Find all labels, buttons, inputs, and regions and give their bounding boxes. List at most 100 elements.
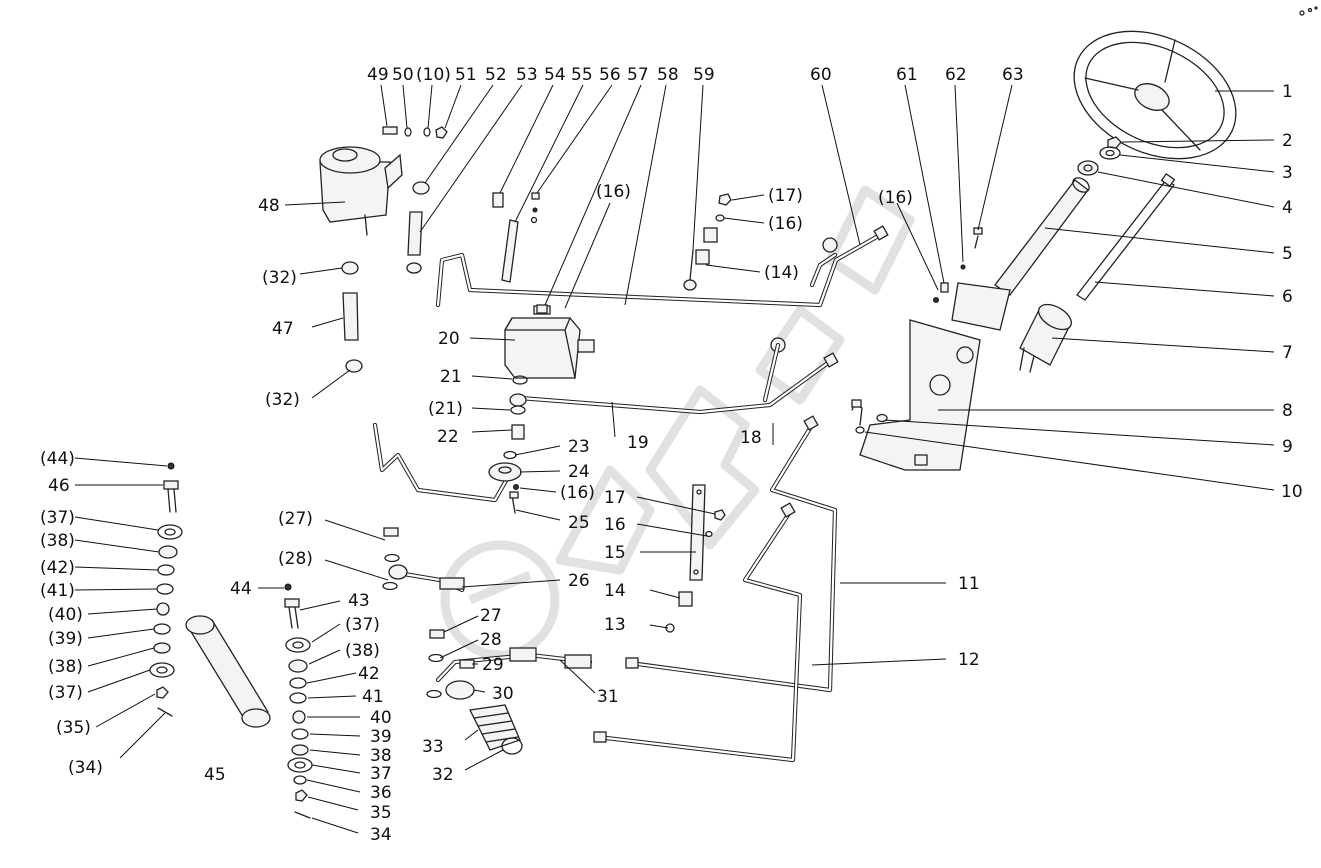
label-50: 50 xyxy=(392,65,414,85)
hub-washer xyxy=(1099,146,1121,160)
seal-23 xyxy=(503,450,517,460)
label-37-ref-b: (37) xyxy=(48,683,83,703)
fitting-57 xyxy=(536,304,548,314)
steering-wheel xyxy=(1073,30,1237,160)
label-27: 27 xyxy=(480,606,502,626)
watermark xyxy=(440,185,915,660)
label-21: 21 xyxy=(440,367,462,387)
label-16: 16 xyxy=(604,515,626,535)
label-60: 60 xyxy=(810,65,832,85)
label-36: 36 xyxy=(370,783,392,803)
label-10-ref: (10) xyxy=(416,65,451,85)
label-39: 39 xyxy=(370,727,392,747)
label-32-ref-b: (32) xyxy=(265,390,300,410)
clamp-32 xyxy=(501,737,523,755)
label-61: 61 xyxy=(896,65,918,85)
washer-10 xyxy=(423,127,431,137)
label-10: 10 xyxy=(1281,482,1303,502)
nut-17b xyxy=(718,193,732,206)
label-27-ref: (27) xyxy=(278,509,313,529)
label-3: 3 xyxy=(1282,163,1293,183)
label-34: 34 xyxy=(370,825,392,845)
bracket-washer xyxy=(855,426,865,434)
label-40-ref: (40) xyxy=(48,605,83,625)
rubber-boot-33 xyxy=(469,704,521,751)
steering-column-tube xyxy=(951,177,1090,331)
label-32: 32 xyxy=(432,765,454,785)
tube-18 xyxy=(517,337,839,415)
callout-labels: 1 2 3 4 5 6 7 8 9 10 11 12 13 14 15 16 1… xyxy=(40,65,1303,845)
corner-mark xyxy=(1299,6,1318,16)
label-39-ref: (39) xyxy=(48,629,83,649)
bolt-59 xyxy=(683,249,697,291)
column-bracket xyxy=(859,319,981,471)
label-59: 59 xyxy=(693,65,715,85)
bolt-49 xyxy=(382,126,398,135)
label-38: 38 xyxy=(370,746,392,766)
left-stack-parts xyxy=(149,462,183,717)
label-48: 48 xyxy=(258,196,280,216)
bolt-25 xyxy=(509,491,519,514)
tube-58 xyxy=(435,225,889,308)
column-bushing xyxy=(1077,160,1099,176)
label-32-ref-a: (32) xyxy=(262,268,297,288)
label-55: 55 xyxy=(571,65,593,85)
label-13: 13 xyxy=(604,615,626,635)
pressure-tube-11 xyxy=(625,415,838,693)
label-4: 4 xyxy=(1282,198,1293,218)
bolt-56 xyxy=(530,192,540,224)
label-16-ref-d: (16) xyxy=(878,188,913,208)
tube-left xyxy=(372,422,515,503)
label-52: 52 xyxy=(485,65,507,85)
label-16-ref-b: (16) xyxy=(596,182,631,202)
label-43: 43 xyxy=(348,591,370,611)
oil-reservoir xyxy=(319,146,403,236)
hub-nut xyxy=(1107,136,1122,149)
label-17: 17 xyxy=(604,488,626,508)
plate-15 xyxy=(689,484,706,581)
label-18: 18 xyxy=(740,428,762,448)
steering-pump xyxy=(1019,303,1073,373)
cap-32b xyxy=(345,359,363,373)
label-15: 15 xyxy=(604,543,626,563)
cap-52 xyxy=(412,181,430,195)
right-stack-parts xyxy=(284,583,313,819)
label-54: 54 xyxy=(544,65,566,85)
label-35-ref: (35) xyxy=(56,718,91,738)
label-35: 35 xyxy=(370,803,392,823)
label-46: 46 xyxy=(48,476,70,496)
label-16-ref-a: (16) xyxy=(560,483,595,503)
strip-55 xyxy=(501,219,519,283)
bracket-54 xyxy=(492,192,504,208)
hose-53 xyxy=(406,211,423,274)
label-44: 44 xyxy=(230,579,252,599)
label-25: 25 xyxy=(568,513,590,533)
seal-21b xyxy=(510,405,526,415)
label-33: 33 xyxy=(422,737,444,757)
label-44-ref: (44) xyxy=(40,449,75,469)
hydraulic-cylinder xyxy=(185,615,271,728)
label-34-ref: (34) xyxy=(68,758,103,778)
label-2: 2 xyxy=(1282,131,1293,151)
label-21-ref: (21) xyxy=(428,399,463,419)
cap-32a xyxy=(341,261,359,275)
label-7: 7 xyxy=(1282,343,1293,363)
bolt-61 xyxy=(940,282,949,293)
label-8: 8 xyxy=(1282,401,1293,421)
label-28-ref: (28) xyxy=(278,549,313,569)
label-63: 63 xyxy=(1002,65,1024,85)
label-42: 42 xyxy=(358,664,380,684)
label-14-ref: (14) xyxy=(764,263,799,283)
label-22: 22 xyxy=(437,427,459,447)
label-47: 47 xyxy=(272,319,294,339)
label-42-ref: (42) xyxy=(40,558,75,578)
label-49: 49 xyxy=(367,65,389,85)
label-31: 31 xyxy=(597,687,619,707)
label-41-ref: (41) xyxy=(40,581,75,601)
washer-16-right xyxy=(933,297,939,303)
label-19: 19 xyxy=(627,433,649,453)
label-62: 62 xyxy=(945,65,967,85)
washer-50 xyxy=(404,127,412,137)
